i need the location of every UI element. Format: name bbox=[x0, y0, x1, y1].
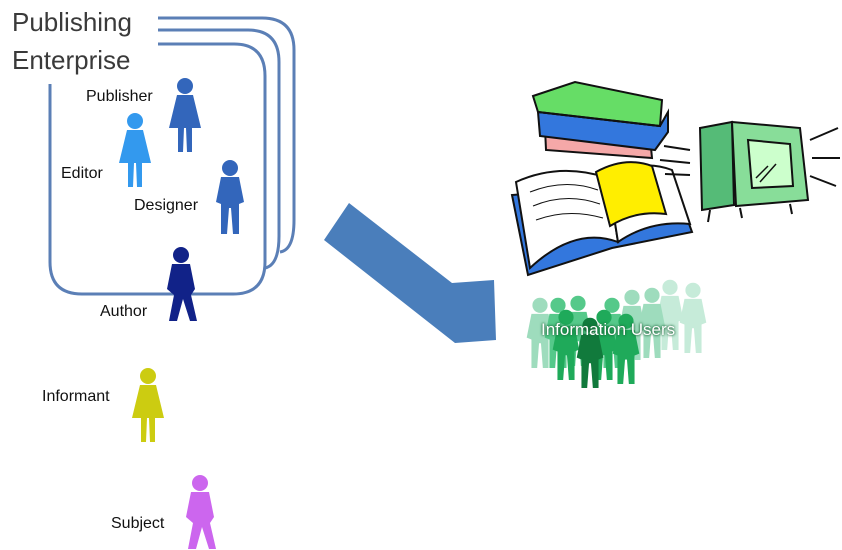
enterprise-frame-back bbox=[158, 16, 296, 254]
author-figure bbox=[167, 247, 197, 321]
television-icon bbox=[659, 120, 840, 223]
enterprise-frame-middle bbox=[158, 28, 281, 270]
publisher-figure bbox=[169, 78, 201, 152]
open-book-icon bbox=[510, 161, 694, 277]
information-users-label: Information Users bbox=[541, 320, 676, 339]
subject-figure bbox=[186, 475, 216, 549]
enterprise-frame-front bbox=[48, 42, 267, 296]
subject-label: Subject bbox=[111, 515, 165, 532]
enterprise-title-line2: Enterprise bbox=[10, 45, 133, 75]
enterprise-frames bbox=[48, 16, 296, 296]
designer-label: Designer bbox=[134, 197, 199, 214]
enterprise-title-line1: Publishing bbox=[10, 7, 134, 37]
editor-label: Editor bbox=[61, 165, 103, 182]
flow-arrow bbox=[324, 203, 496, 343]
editor-figure bbox=[119, 113, 151, 187]
publisher-label: Publisher bbox=[86, 88, 153, 105]
author-label: Author bbox=[100, 303, 148, 320]
informant-figure bbox=[132, 368, 164, 442]
books-icon bbox=[531, 80, 669, 160]
informant-label: Informant bbox=[42, 388, 110, 405]
designer-figure bbox=[216, 160, 244, 234]
